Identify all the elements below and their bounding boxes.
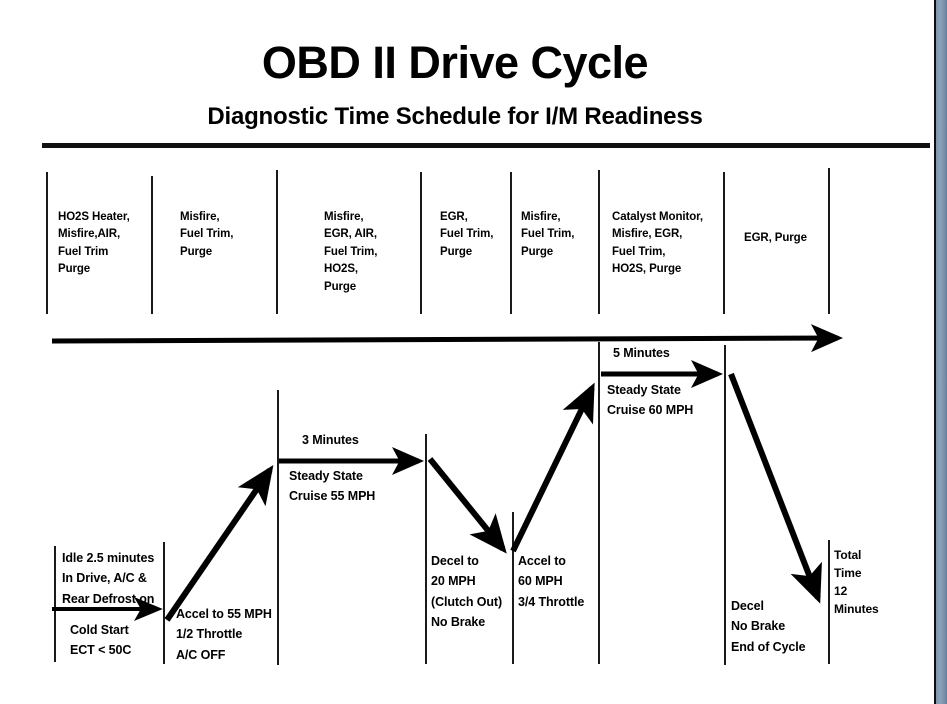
monitor-column-3: Misfire, EGR, AIR, Fuel Trim, HO2S, Purg… [324, 211, 378, 293]
accel-55-arrow [164, 465, 274, 622]
decel-20-note: Decel to 20 MPH (Clutch Out) No Brake [431, 554, 503, 629]
monitor-column-6: Catalyst Monitor, Misfire, EGR, Fuel Tri… [612, 211, 703, 276]
header-rule [42, 143, 930, 148]
scan-edge-border [934, 0, 947, 704]
divider-upper-3 [420, 172, 422, 314]
divider-lower-3 [425, 434, 427, 664]
total-time-note: Total Time 12 Minutes [834, 548, 879, 616]
divider-upper-1 [151, 176, 153, 314]
cold-start-note: Cold Start ECT < 50C [70, 623, 132, 658]
divider-lower-1 [163, 542, 165, 664]
monitor-column-5: Misfire, Fuel Trim, Purge [521, 211, 575, 258]
master-timeline-arrow [51, 324, 843, 353]
decel-end-note: Decel No Brake End of Cycle [731, 599, 806, 654]
page-subtitle: Diagnostic Time Schedule for I/M Readine… [207, 103, 703, 130]
cruise-55-duration: 3 Minutes [302, 433, 359, 447]
divider-lower-4 [512, 512, 514, 664]
monitor-column-4: EGR, Fuel Trim, Purge [440, 211, 494, 258]
divider-lower-0 [54, 546, 56, 662]
decel-20-arrow [427, 457, 507, 554]
divider-lower-7 [828, 540, 830, 664]
divider-upper-4 [510, 172, 512, 314]
accel-60-arrow [510, 382, 595, 553]
divider-upper-6 [723, 172, 725, 314]
divider-upper-5 [598, 170, 600, 314]
divider-lower-6 [724, 345, 726, 665]
divider-upper-7 [828, 168, 830, 314]
cruise-60-duration: 5 Minutes [613, 346, 670, 360]
divider-upper-0 [46, 172, 48, 314]
monitor-column-7: EGR, Purge [744, 232, 807, 244]
monitor-column-1: HO2S Heater, Misfire,AIR, Fuel Trim Purg… [58, 211, 130, 276]
idle-condition-note: Idle 2.5 minutes In Drive, A/C & Rear De… [62, 551, 155, 606]
divider-upper-2 [276, 170, 278, 314]
accel-55-note: Accel to 55 MPH 1/2 Throttle A/C OFF [176, 607, 272, 662]
decel-end-arrow [728, 372, 822, 604]
divider-lower-5 [598, 342, 600, 664]
cruise-55-note: Steady State Cruise 55 MPH [289, 469, 376, 504]
page-title: OBD II Drive Cycle [261, 37, 649, 88]
divider-lower-2 [277, 390, 279, 665]
cruise-60-note: Steady State Cruise 60 MPH [607, 383, 694, 418]
monitor-column-2: Misfire, Fuel Trim, Purge [180, 211, 234, 258]
accel-60-note: Accel to 60 MPH 3/4 Throttle [518, 554, 585, 609]
